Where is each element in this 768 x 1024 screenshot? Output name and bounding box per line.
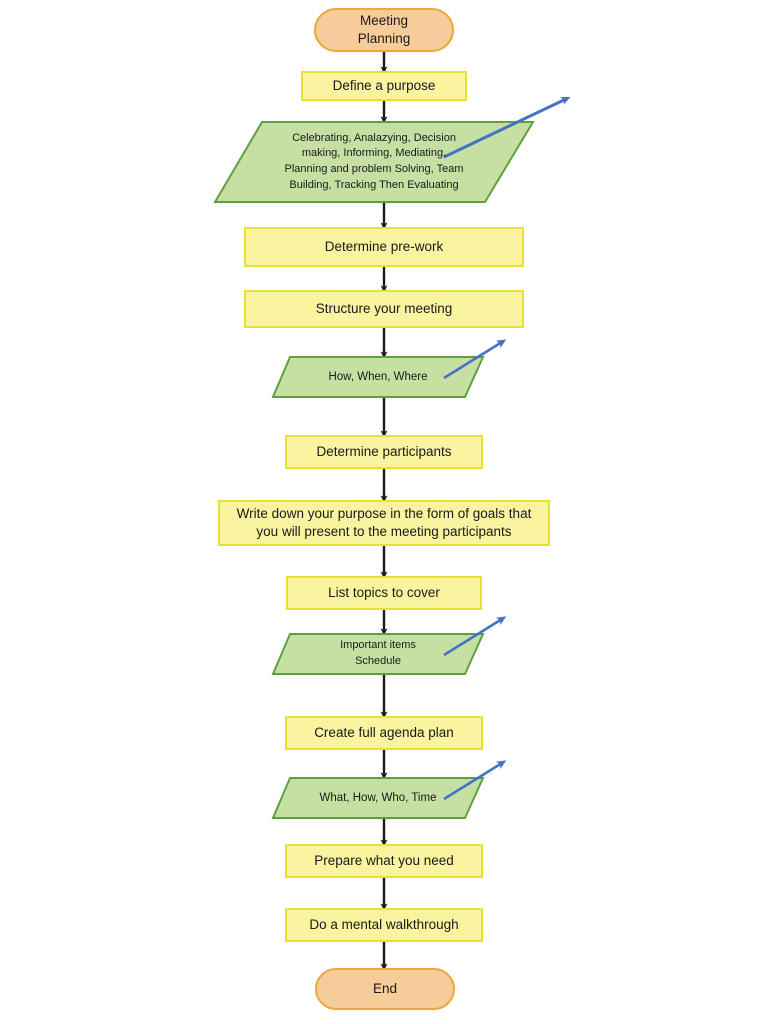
blue-callout-arrow [443,616,507,657]
node-label: Define a purpose [332,78,436,94]
node-label: End [372,981,398,997]
node-label: Determine participants [316,444,452,460]
node-determine-pre-work[interactable]: Determine pre-work [244,227,524,267]
node-mental-walkthrough[interactable]: Do a mental walkthrough [285,908,483,942]
node-define-purpose[interactable]: Define a purpose [301,71,467,101]
node-create-agenda[interactable]: Create full agenda plan [285,716,483,750]
node-structure-meeting[interactable]: Structure your meeting [244,290,524,328]
blue-callout-arrow [443,339,507,380]
node-label: Determine pre-work [324,239,444,255]
node-label: Create full agenda plan [314,725,454,741]
node-label: List topics to cover [328,585,440,601]
node-determine-participants[interactable]: Determine participants [285,435,483,469]
node-label: Meeting Planning [357,13,411,46]
node-label: Prepare what you need [314,853,454,869]
node-label: Structure your meeting [315,301,453,317]
node-label: Write down your purpose in the form of g… [236,506,532,539]
node-how-when-where[interactable]: How, When, Where [271,339,507,398]
parallelogram-shape [213,96,571,203]
parallelogram-shape [271,760,507,819]
node-end[interactable]: End [315,968,455,1010]
parallelogram-shape [271,339,507,398]
node-important-items[interactable]: Important items Schedule [271,616,507,675]
node-what-how-who-time[interactable]: What, How, Who, Time [271,760,507,819]
parallelogram-shape [271,616,507,675]
blue-callout-arrow [443,96,571,159]
node-write-goals[interactable]: Write down your purpose in the form of g… [218,500,550,546]
node-label: Do a mental walkthrough [309,917,459,933]
blue-callout-arrow [443,760,507,801]
node-purpose-types[interactable]: Celebrating, Analazying, Decision making… [213,96,571,203]
node-prepare-what-you-need[interactable]: Prepare what you need [285,844,483,878]
node-start[interactable]: Meeting Planning [314,8,454,52]
node-list-topics[interactable]: List topics to cover [286,576,482,610]
